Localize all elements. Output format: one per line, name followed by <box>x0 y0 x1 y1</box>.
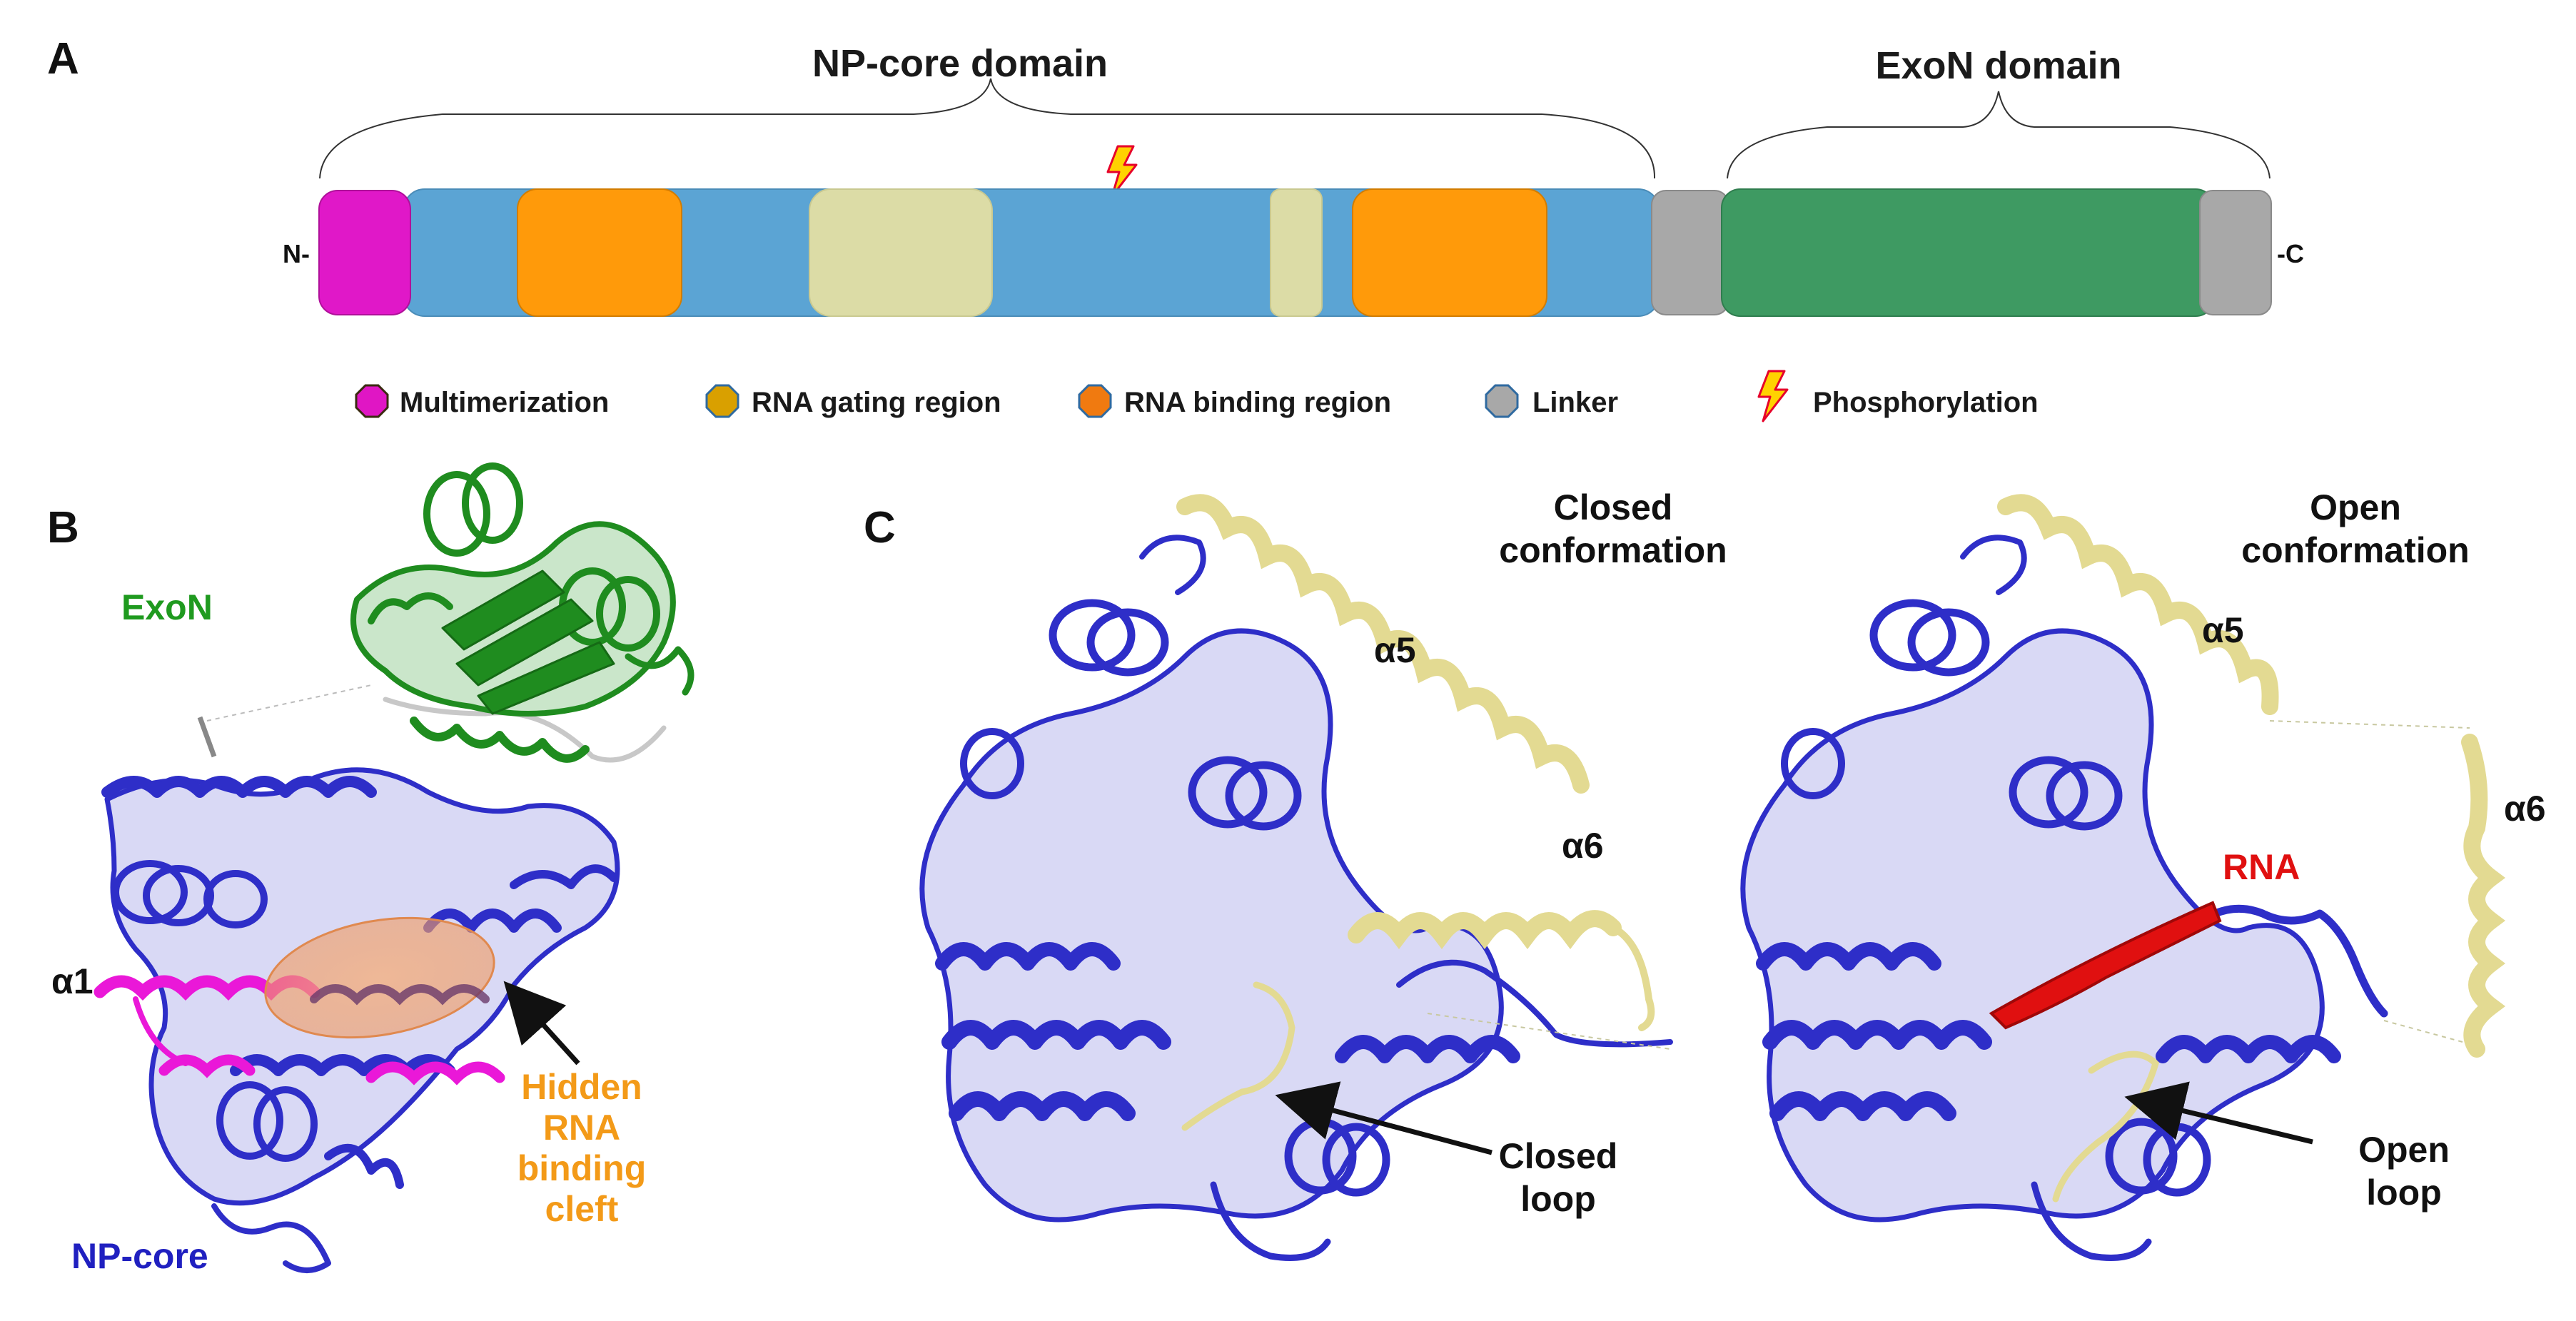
domain-bar <box>318 188 2272 317</box>
closed-khaki-helices <box>1176 494 1655 1131</box>
legend-item-multimerization: Multimerization <box>355 384 609 418</box>
n-terminus-label: N- <box>283 239 310 268</box>
legend-item-linker: Linker <box>1485 384 1618 418</box>
cleft-helix <box>310 984 490 1006</box>
rna-gating-segment-2 <box>1270 188 1323 317</box>
np-core-brace <box>319 78 1656 179</box>
closed-loop-line-1: Closed <box>1499 1136 1618 1176</box>
closed-alpha6-label: α6 <box>1562 826 1604 866</box>
panel-label-c: C <box>864 503 896 552</box>
closed-dashes <box>1427 1013 1671 1050</box>
linker-segment-1 <box>1651 190 1729 315</box>
open-structure <box>1740 535 2388 1261</box>
cleft-line-1: Hidden <box>521 1067 642 1107</box>
phosphorylation-icon <box>1757 370 1789 422</box>
open-loop-line-2: loop <box>2366 1173 2442 1213</box>
cleft-line-3: binding <box>517 1148 647 1188</box>
closed-loop-line-2: loop <box>1520 1179 1596 1219</box>
closed-structure <box>919 535 1673 1261</box>
alpha1-label: α1 <box>51 961 94 1001</box>
legend-item-phosphorylation: Phosphorylation <box>1757 370 2039 422</box>
open-dashes-upper <box>2269 720 2470 729</box>
legend-label: RNA gating region <box>752 387 1001 418</box>
cleft-line-2: RNA <box>543 1108 620 1148</box>
open-title-line-2: conformation <box>2241 530 2469 570</box>
closed-title-line-2: conformation <box>1499 530 1727 570</box>
legend-label: RNA binding region <box>1124 387 1391 418</box>
open-loop-line-1: Open <box>2358 1130 2450 1170</box>
legend-item-rna-gating: RNA gating region <box>705 384 1001 418</box>
rna-label: RNA <box>2223 847 2300 887</box>
legend-label: Linker <box>1532 387 1618 418</box>
c-terminus-label: -C <box>2277 239 2304 268</box>
closed-alpha5-label: α5 <box>1374 630 1416 670</box>
rna-strand <box>1989 901 2222 1030</box>
open-dashes-lower <box>2383 1020 2463 1043</box>
open-alpha6-label: α6 <box>2504 789 2546 829</box>
exon-domain-label: ExoN domain <box>1875 44 2121 87</box>
legend-label: Phosphorylation <box>1813 387 2039 418</box>
closed-title-line-1: Closed <box>1554 487 1673 527</box>
open-title-line-1: Open <box>2310 487 2401 527</box>
rna-binding-segment-1 <box>517 188 682 317</box>
open-alpha5-label: α5 <box>2202 610 2244 650</box>
legend-label: Multimerization <box>400 387 609 418</box>
exon-linker-dashes <box>206 684 372 722</box>
multimerization-segment <box>318 190 411 315</box>
closed-loop-arrow <box>1275 1081 1492 1155</box>
exon-brace <box>1727 91 2271 179</box>
np-core-domain-label: NP-core domain <box>812 42 1108 85</box>
exon-label: ExoN <box>121 587 213 627</box>
exon-structure <box>350 462 694 763</box>
panel-label-b: B <box>47 503 79 552</box>
linker-stick <box>197 716 217 758</box>
rna-binding-cleft <box>264 916 495 1039</box>
open-loop-arrow <box>2124 1081 2313 1145</box>
exon-segment <box>1721 188 2215 317</box>
cleft-label: Hidden RNA binding cleft <box>517 1067 647 1229</box>
np-core-label: NP-core <box>71 1236 208 1276</box>
linker-segment-2 <box>2199 190 2272 315</box>
legend: Multimerization RNA gating region RNA bi… <box>355 370 2039 422</box>
legend-item-rna-binding: RNA binding region <box>1078 384 1391 418</box>
rna-gating-segment-1 <box>809 188 993 317</box>
rna-binding-segment-2 <box>1352 188 1547 317</box>
cleft-arrow <box>503 981 580 1066</box>
panel-label-a: A <box>47 34 79 83</box>
cleft-line-4: cleft <box>545 1189 619 1229</box>
